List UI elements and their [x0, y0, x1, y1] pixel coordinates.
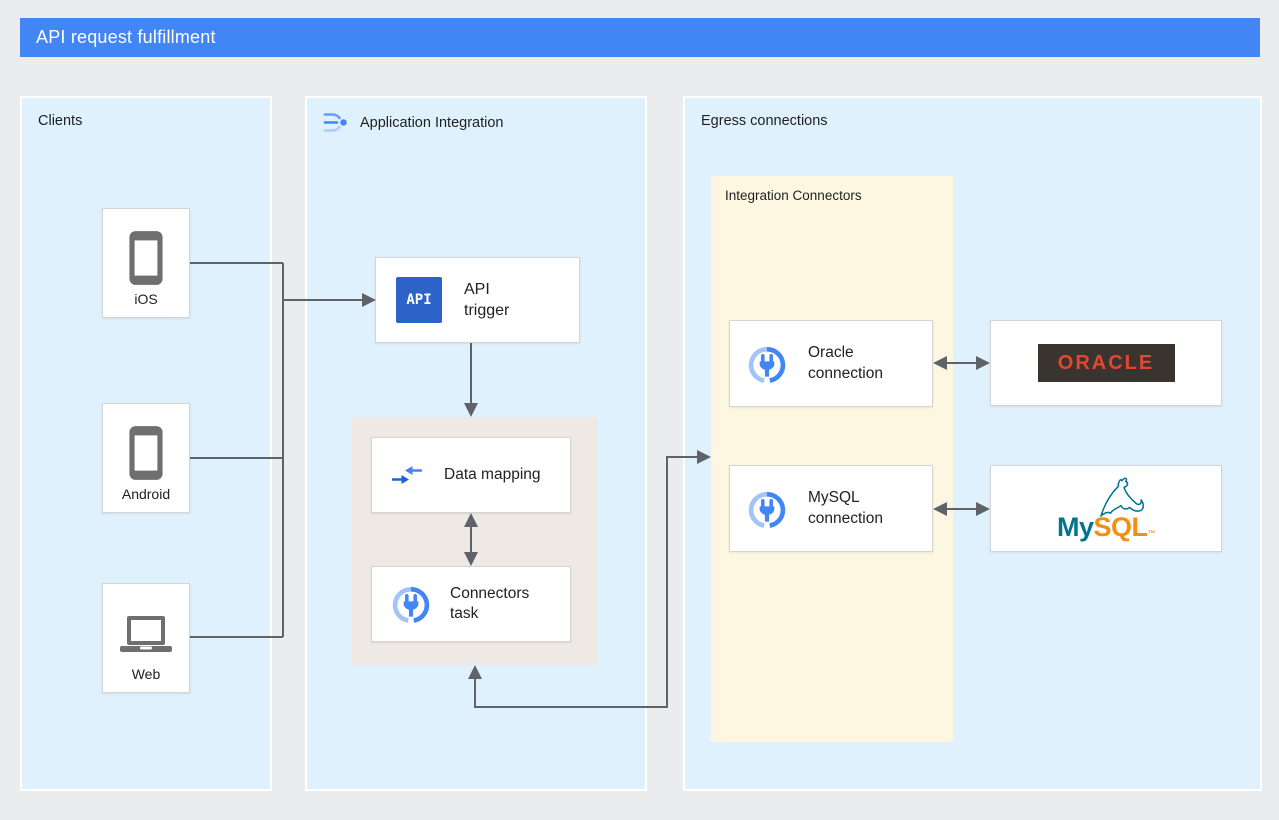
android-client-node: Android	[102, 403, 190, 513]
ios-label: iOS	[134, 291, 158, 307]
diagram-title-banner: API request fulfillment	[20, 18, 1260, 57]
mysql-wordmark: MySQL™	[1056, 512, 1156, 542]
application-integration-icon	[323, 109, 350, 136]
egress-panel-title: Egress connections	[701, 113, 828, 129]
oracle-connection-node: Oracle connection	[729, 320, 933, 407]
connectors-plug-icon	[746, 488, 788, 530]
api-trigger-label: API trigger	[464, 280, 510, 319]
data-mapping-node: Data mapping	[371, 437, 571, 513]
mysql-wordmark-sql: SQL	[1093, 512, 1149, 542]
data-mapping-label: Data mapping	[444, 465, 541, 483]
oracle-logo: ORACLE	[1037, 344, 1175, 382]
web-label: Web	[131, 666, 161, 682]
smartphone-icon	[125, 229, 167, 287]
api-trigger-icon: API	[396, 277, 442, 323]
connectors-plug-icon	[746, 343, 788, 385]
connectors-task-label: Connectors task	[450, 584, 530, 622]
api-trigger-node: API API trigger	[375, 257, 580, 343]
mysql-wordmark-my: My	[1056, 512, 1094, 542]
oracle-connection-label: Oracle connection	[808, 344, 883, 382]
web-client-node: Web	[102, 583, 190, 693]
clients-panel-title: Clients	[38, 113, 83, 129]
mysql-database-node: MySQL™	[990, 465, 1222, 552]
application-integration-panel-title: Application Integration	[360, 114, 504, 131]
oracle-wordmark: ORACLE	[1057, 351, 1155, 374]
data-mapping-icon	[392, 462, 422, 488]
smartphone-icon	[125, 424, 167, 482]
oracle-database-node: ORACLE	[990, 320, 1222, 406]
ios-client-node: iOS	[102, 208, 190, 318]
connectors-task-node: Connectors task	[371, 566, 571, 642]
mysql-dolphin-icon	[1093, 474, 1151, 518]
laptop-icon	[117, 614, 175, 656]
integration-connectors-title: Integration Connectors	[725, 188, 862, 203]
android-label: Android	[121, 486, 171, 502]
mysql-connection-label: MySQL connection	[808, 489, 883, 527]
mysql-trademark: ™	[1147, 529, 1156, 538]
diagram-title: API request fulfillment	[36, 27, 216, 47]
connectors-plug-icon	[390, 583, 432, 625]
mysql-connection-node: MySQL connection	[729, 465, 933, 552]
integration-connectors-group: Integration Connectors	[711, 176, 953, 742]
